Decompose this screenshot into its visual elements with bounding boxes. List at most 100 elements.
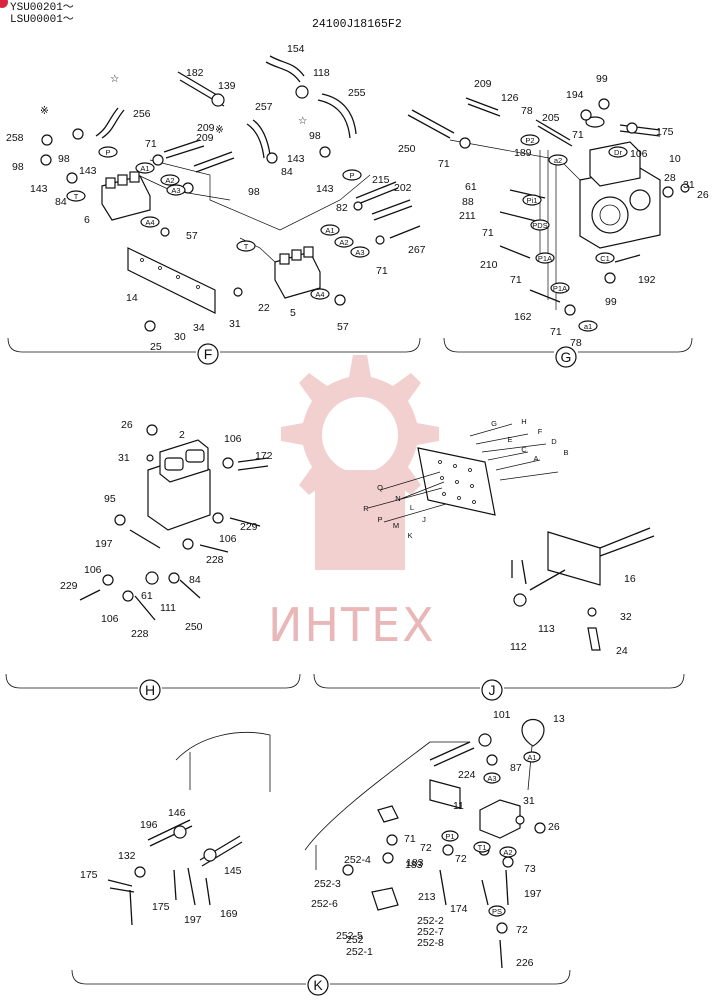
callout: 13 [553,713,565,725]
serial-range-2: LSU00001～ [10,14,74,26]
callout: 162 [514,311,532,323]
hose-256 [95,107,119,137]
port-tag: P1A [553,284,567,293]
callout: 98 [309,130,321,142]
callout: 175 [152,901,170,913]
callout: 143 [30,183,48,195]
port-tag: N [395,494,400,503]
port-tag: C1 [600,254,610,263]
callout: 139 [218,80,236,92]
callout: 250 [185,621,203,633]
port-tag: A2 [165,176,174,185]
callout: 215 [372,174,390,186]
callout: 252-8 [417,937,444,949]
port-tag: A2 [339,238,348,247]
port-tag: A3 [171,186,180,195]
callout: 252-2 [417,915,444,927]
section-h-label: H [145,682,155,698]
callout: 26 [121,419,133,431]
port-tag: T [74,192,79,201]
port-tag: A3 [355,248,364,257]
callout: 71 [145,138,157,150]
callout: 31 [683,179,695,191]
serial-range-1: YSU00201～ [10,2,74,14]
callout: 126 [501,92,519,104]
callout: 88 [462,196,474,208]
port-tag: A1 [140,164,149,173]
callout: 224 [458,769,476,781]
callout: 84 [55,196,67,208]
callout: 146 [168,807,186,819]
section-k-label: K [313,977,323,993]
callout: 31 [118,452,130,464]
port-tag: A1 [325,226,334,235]
port-tag: A4 [145,218,154,227]
callout: 26 [697,189,709,201]
callout: 154 [287,43,305,55]
callout: 82 [336,202,348,214]
port-tag: L [410,503,414,512]
port-tag: A2 [503,848,512,857]
callout: 228 [131,628,149,640]
port-tag: M [393,521,399,530]
port-tag: T1 [478,843,487,852]
reference-marks: ※ ※ ☆ ☆ [40,73,308,136]
pilot-valve-11 [479,799,521,839]
section-g-assembly: G [407,97,693,368]
callout: 71 [404,833,416,845]
port-tag: P1A [538,254,552,263]
section-g-bracket [443,337,693,353]
callout: 252-3 [314,878,341,890]
callout: 71 [572,129,584,141]
asterisk-mark: ※ [40,105,49,117]
callout: 11 [453,800,464,812]
callout: 106 [101,613,119,625]
red-corner-marker [0,0,8,8]
port-tag: a2 [554,156,562,165]
callout: 252-4 [344,854,371,866]
callout: 71 [550,326,562,338]
callout: 252-7 [417,926,444,938]
callout: 257 [255,101,273,113]
callout: 209 [196,132,214,144]
callout: 87 [510,762,522,774]
callout: 31 [229,318,241,330]
section-f-label: F [204,346,213,362]
callout: 72 [420,842,432,854]
callout: 99 [605,296,617,308]
callout: 25 [150,341,162,353]
section-g-label: G [561,349,572,365]
port-tag: R [363,504,369,513]
callout: 98 [248,186,260,198]
callout: 226 [516,957,534,969]
callout: 197 [184,914,202,926]
callout: 210 [480,259,498,271]
callout: 175 [80,869,98,881]
callout-labels: 258 98 143 84 6 98 143 256 182 139 209 7… [6,43,709,969]
port-tag: a1 [584,322,592,331]
callout: 252-6 [311,898,338,910]
callout: 98 [12,161,24,173]
callout: 143 [79,165,97,177]
callout: 84 [189,574,201,586]
callout: 169 [220,908,238,920]
callout: 252-1 [346,946,373,958]
callout: 143 [287,153,305,165]
callout: 255 [348,87,366,99]
port-tag: F [538,427,543,436]
callout: 72 [516,924,528,936]
section-k-assembly: K [71,718,571,996]
callout: 202 [394,182,412,194]
callout: 213 [418,891,436,903]
callout: 175 [656,126,674,138]
port-tag: E [507,435,512,444]
port-tag: P2 [525,136,534,145]
port-tag: P [105,148,110,157]
port-tag: K [407,531,412,540]
callout: 197 [95,538,113,550]
port-tag: J [422,515,426,524]
callout: 28 [664,172,676,184]
asterisk-mark: ※ [215,124,224,136]
